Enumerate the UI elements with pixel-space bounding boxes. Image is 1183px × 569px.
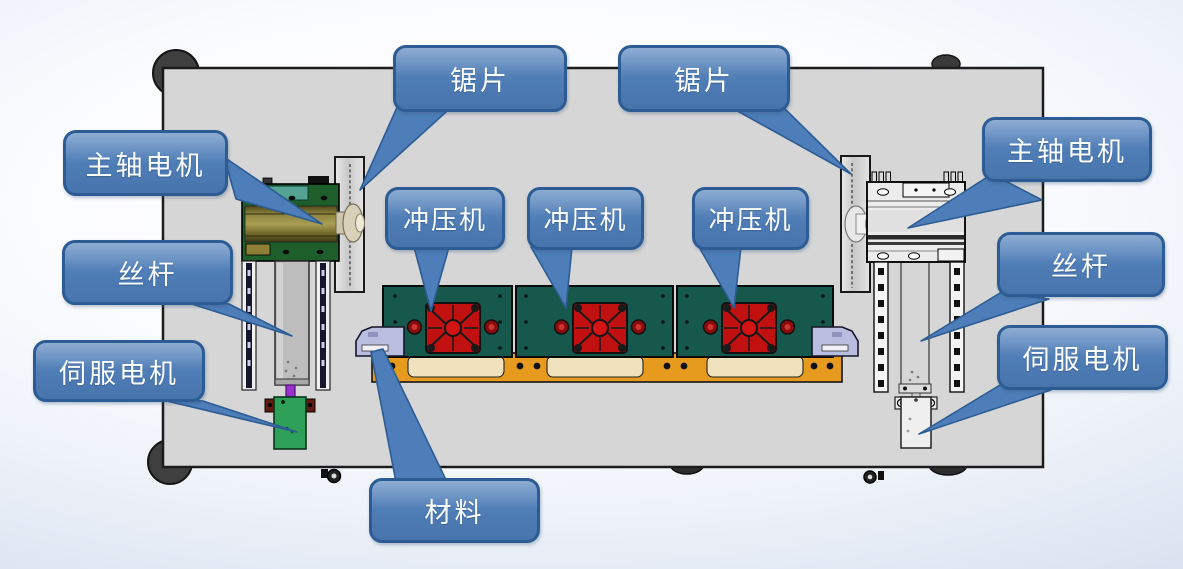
callout-punch-press-3: 冲压机 bbox=[692, 187, 809, 250]
tail-spindle-motor-left bbox=[223, 156, 323, 225]
punch-die-3 bbox=[702, 302, 796, 354]
material-rail-left-end bbox=[355, 326, 405, 357]
callout-label: 材料 bbox=[424, 498, 485, 528]
callout-label: 锯片 bbox=[450, 66, 510, 96]
callout-spindle-motor-right: 主轴电机 bbox=[982, 117, 1152, 182]
servo-motor-left-part bbox=[264, 396, 316, 450]
caster-small-left bbox=[321, 468, 342, 484]
material-rail-right-end bbox=[811, 326, 859, 357]
left-saw-unit bbox=[241, 156, 365, 450]
callout-lead-screw-right: 丝杆 bbox=[997, 232, 1165, 297]
tail-spindle-motor-right bbox=[907, 173, 1043, 229]
lead-screw-left-part bbox=[241, 260, 331, 391]
callout-label: 冲压机 bbox=[402, 206, 487, 235]
callout-saw-blade-right: 锯片 bbox=[618, 45, 790, 112]
callout-saw-blade-left: 锯片 bbox=[393, 45, 567, 112]
callout-label: 主轴电机 bbox=[1007, 137, 1127, 167]
callout-label: 主轴电机 bbox=[85, 150, 206, 181]
servo-motor-right-part bbox=[894, 396, 938, 449]
callout-lead-screw-left: 丝杆 bbox=[62, 240, 233, 305]
callout-label: 伺服电机 bbox=[59, 358, 179, 389]
callout-punch-press-1: 冲压机 bbox=[385, 187, 505, 250]
callout-label: 伺服电机 bbox=[1022, 345, 1143, 375]
callout-label: 丝杆 bbox=[117, 260, 178, 290]
callout-label: 锯片 bbox=[674, 66, 734, 96]
punch-die-2 bbox=[553, 302, 647, 354]
callout-spindle-motor-left: 主轴电机 bbox=[63, 130, 228, 196]
punch-section bbox=[355, 285, 859, 383]
callout-material: 材料 bbox=[369, 478, 540, 543]
callout-servo-motor-right: 伺服电机 bbox=[997, 325, 1168, 390]
right-saw-unit bbox=[840, 155, 966, 449]
caster-small-right bbox=[863, 470, 884, 484]
punch-die-1 bbox=[406, 302, 500, 354]
callout-punch-press-2: 冲压机 bbox=[527, 187, 644, 250]
saw-arbor-left bbox=[335, 203, 365, 243]
callout-label: 冲压机 bbox=[543, 206, 628, 235]
coupling-left bbox=[285, 384, 296, 399]
callout-servo-motor-left: 伺服电机 bbox=[33, 340, 205, 402]
callout-label: 冲压机 bbox=[708, 206, 793, 235]
callout-label: 丝杆 bbox=[1051, 252, 1111, 282]
